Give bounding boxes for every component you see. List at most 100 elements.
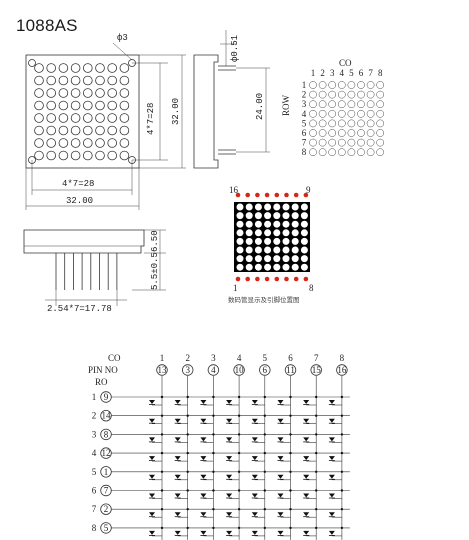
pin-span-label: 2.54*7=17.78	[47, 304, 112, 314]
led-dot	[273, 212, 281, 220]
matrix-dot	[119, 100, 130, 111]
junction-dot	[186, 451, 189, 455]
junction-dot	[289, 395, 292, 399]
schematic-row-pin: 12	[102, 448, 111, 458]
led-dot	[236, 212, 244, 220]
grid-dot	[376, 119, 385, 128]
grid-column-number: 6	[359, 68, 364, 78]
junction-dot	[212, 470, 215, 473]
grid-dot	[366, 90, 375, 99]
led-matrix-body	[234, 202, 310, 272]
matrix-dot	[58, 75, 69, 86]
led-dot	[273, 246, 281, 254]
matrix-dot	[46, 100, 56, 111]
schematic-column-pin: 16	[337, 365, 347, 375]
led-dot	[245, 263, 253, 271]
led-dot	[236, 220, 244, 228]
led-dot	[300, 263, 308, 271]
grid-dot	[337, 138, 346, 147]
matrix-dot	[95, 125, 105, 136]
grid-dot	[337, 119, 346, 128]
pin-marker-bottom	[303, 276, 309, 282]
schematic-column-pin-circle	[233, 364, 245, 376]
grid-dot	[318, 119, 327, 128]
schematic-column-pin: 11	[286, 365, 295, 375]
led-diode-symbol	[174, 493, 181, 498]
schematic-ro-label: RO	[95, 377, 108, 387]
grid-dot	[309, 148, 317, 157]
led-diode-symbol	[200, 456, 207, 461]
matrix-dot	[70, 150, 81, 161]
junction-dot	[186, 470, 189, 473]
junction-dot	[340, 489, 344, 492]
pin-marker-top	[264, 192, 270, 198]
grid-dot	[376, 148, 385, 157]
led-diode-symbol	[149, 456, 155, 461]
grid-dot	[357, 119, 365, 128]
pin-marker-bottom	[245, 276, 250, 282]
junction-dot	[315, 526, 318, 530]
schematic-row-pin: 9	[104, 392, 109, 402]
junction-dot	[160, 470, 164, 473]
led-diode-symbol	[174, 512, 181, 517]
matrix-dot	[34, 150, 44, 161]
led-dot	[282, 203, 290, 211]
grid-dot	[347, 148, 356, 157]
grid-dot	[376, 81, 385, 89]
junction-dot	[212, 433, 215, 436]
pin-marker-bottom	[274, 276, 280, 282]
grid-column-number: 2	[320, 68, 325, 78]
top-view-dot-grid	[34, 63, 130, 161]
grid-row-number: 5	[302, 118, 307, 128]
led-dot	[291, 212, 299, 220]
grid-dot	[366, 129, 375, 137]
led-diode-symbol	[226, 474, 233, 479]
junction-dot	[315, 414, 318, 417]
led-diode-symbol	[328, 418, 335, 423]
grid-dot	[376, 90, 385, 99]
led-diode-symbol	[303, 456, 310, 461]
junction-dot	[263, 470, 266, 473]
matrix-dot	[83, 63, 93, 73]
led-diode-symbol	[251, 418, 258, 423]
junction-dot	[237, 433, 241, 436]
grid-dot	[318, 138, 327, 147]
matrix-dot	[34, 138, 44, 148]
junction-dot	[263, 526, 266, 530]
top-view: ф3 4*7=28 32.00 4*7=28 32.00	[25, 33, 186, 210]
led-diode-symbol	[174, 474, 181, 479]
led-diode-symbol	[277, 474, 284, 479]
matrix-dot	[95, 138, 105, 148]
grid-dot	[347, 109, 356, 118]
grid-dot	[309, 100, 317, 109]
grid-dot	[318, 148, 327, 157]
grid-dot	[357, 109, 365, 118]
grid-dot	[347, 90, 356, 99]
grid-dot	[376, 138, 385, 147]
junction-dot	[315, 470, 318, 473]
grid-dot	[318, 81, 327, 89]
grid-dot	[376, 100, 385, 109]
pin-marker-bottom	[235, 276, 241, 282]
junction-dot	[186, 508, 189, 511]
pin-marker-top	[303, 192, 309, 198]
led-diode-symbol	[174, 456, 181, 461]
schematic-row-pin: 8	[104, 429, 109, 439]
matrix-dot	[83, 125, 93, 136]
led-dot	[264, 220, 272, 228]
grid-dot	[328, 138, 337, 147]
matrix-dot	[119, 150, 130, 161]
led-dot	[245, 220, 253, 228]
junction-dot	[160, 395, 164, 399]
led-dot	[245, 255, 253, 263]
junction-dot	[289, 414, 292, 417]
schematic-row-pin: 2	[104, 504, 109, 514]
led-diode-symbol	[328, 530, 335, 535]
led-dot	[254, 203, 262, 211]
led-dot	[264, 263, 272, 271]
matrix-dot	[95, 100, 105, 111]
grid-dot	[357, 148, 365, 157]
matrix-dot	[83, 75, 93, 86]
matrix-dot	[70, 63, 81, 73]
grid-dot	[357, 129, 365, 137]
